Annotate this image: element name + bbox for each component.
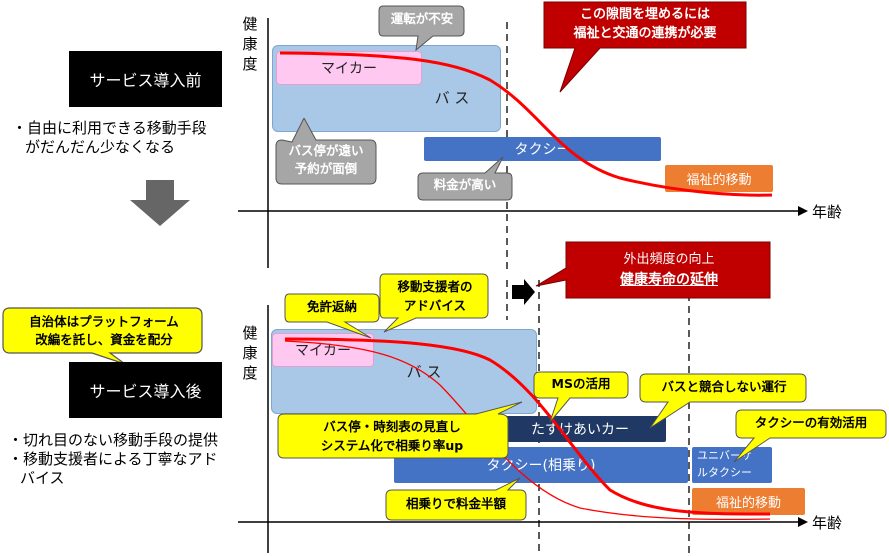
callout-bus-far-shape (275, 118, 377, 185)
outcome-line1: 外出頻度の向上 (623, 251, 715, 267)
top-health-curve (279, 51, 773, 197)
callout-advisor-line2: アドバイス (403, 298, 467, 313)
before-bullet-1: ・自由に利用できる移動手段 (12, 119, 207, 137)
callout-bus-far-line2: 予約が面倒 (294, 161, 358, 176)
before-bullet-2: がだんだん少なくなる (25, 138, 176, 156)
outcome-arrow-icon (512, 279, 535, 305)
callout-fare-half-shape (385, 477, 527, 521)
bottom-universal-taxi-box (692, 447, 772, 483)
callout-ms-shape (533, 371, 629, 423)
top-welfare-box: 福祉的移動 (665, 165, 773, 192)
after-bullet-3: バイス (20, 469, 65, 487)
callout-fare-high-shape (417, 156, 513, 201)
top-y-label-text: 健康度 (242, 15, 258, 73)
bottom-health-curve-previous (284, 340, 771, 521)
bottom-health-curve-improved (284, 337, 771, 516)
bottom-welfare-box: 福祉的移動 (692, 488, 805, 515)
down-arrow-icon (130, 180, 190, 226)
callout-no-compete-shape (639, 373, 807, 429)
municipality-callout-line1: 自治体はプラットフォーム (29, 314, 179, 329)
callout-gap-line2: 福祉と交通の連携が必要 (573, 26, 717, 41)
callout-taxi-effective-text: タクシーの有効活用 (754, 415, 868, 430)
bottom-taxi-shared-box: タクシー(相乗り) (394, 447, 688, 483)
top-x-axis-arrow (798, 206, 808, 216)
bottom-bus-label: バ ス (406, 362, 442, 381)
bottom-x-label: 年齢 (812, 514, 843, 532)
top-x-label: 年齢 (812, 203, 843, 221)
callout-advisor-shape (379, 273, 489, 333)
bottom-y-label: 健康度 (240, 323, 260, 383)
callout-ms-text: MSの活用 (551, 376, 611, 391)
callout-fare-high-text: 料金が高い (433, 177, 497, 192)
municipality-callout-line2: 改編を託し、資金を配分 (35, 332, 173, 347)
callout-taxi-effective-shape (733, 409, 887, 463)
after-bullet-1: ・切れ目のない移動手段の提供 (8, 431, 219, 449)
top-mycar-label: マイカー (321, 61, 377, 77)
callout-bus-review-line2: システム化で相乗り率up (320, 438, 464, 453)
callout-gap-shape (543, 1, 747, 93)
callout-license-text: 免許返納 (306, 299, 357, 314)
outcome-box-shape (535, 241, 771, 299)
bottom-x-axis-arrow (798, 517, 808, 527)
top-taxi-box: タクシー (424, 137, 661, 161)
bottom-mycar-label: マイカー (295, 343, 351, 359)
after-bullet-2: ・移動支援者による丁寧なアド (8, 450, 218, 468)
callout-advisor-line1: 移動支援者の (397, 279, 473, 294)
municipality-callout-shape (2, 307, 203, 365)
top-bus-label: バ ス (434, 88, 470, 107)
callout-gap-line1: この隙間を埋めるには (579, 7, 710, 22)
callout-bus-far-line1: バス停が遠い (288, 143, 364, 158)
after-label: サービス導入後 (69, 362, 222, 418)
top-y-label: 健康度 (240, 14, 260, 74)
bottom-universal-taxi-line2: ルタクシー (697, 466, 752, 479)
callout-bus-review-shape (277, 401, 523, 459)
bottom-tasukeai-box: たすけあいカー (494, 416, 666, 442)
callout-license-shape (284, 293, 380, 339)
callout-fare-half-text: 相乗りで料金半額 (405, 496, 506, 511)
callout-driving-shape (378, 5, 465, 52)
callout-no-compete-text: バスと競合しない運行 (661, 379, 787, 394)
outcome-line2: 健康寿命の延伸 (620, 272, 718, 288)
bottom-y-label-text: 健康度 (242, 324, 258, 382)
callout-driving-text: 運転が不安 (390, 11, 454, 26)
before-label: サービス導入前 (69, 51, 222, 107)
callout-bus-review-line1: バス停・時刻表の見直し (323, 419, 461, 434)
